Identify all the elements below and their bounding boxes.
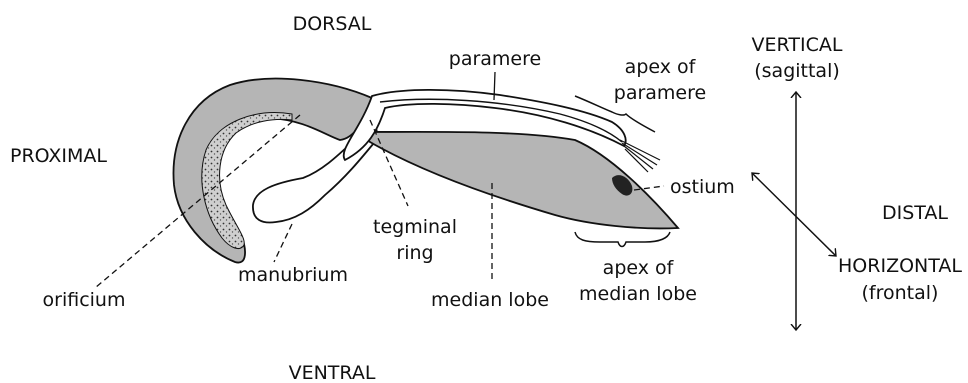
paramere-apex-bristles <box>620 140 660 172</box>
vertical-label: VERTICAL <box>752 34 843 56</box>
horizontal-sublabel: (frontal) <box>862 282 939 304</box>
ostium-label: ostium <box>670 176 735 198</box>
paramere-label: paramere <box>449 48 541 70</box>
median-lobe-shape <box>360 132 678 229</box>
ventral-label: VENTRAL <box>289 362 376 383</box>
apex-median-sublabel: median lobe <box>579 283 697 305</box>
apex-paramere-label: apex of <box>625 56 697 78</box>
tegminal-ring-sublabel: ring <box>396 242 433 264</box>
median-lobe-label: median lobe <box>431 289 549 311</box>
tegminal-ring-label: tegminal <box>373 216 457 238</box>
horizontal-axis-arrow <box>752 173 836 256</box>
manubrium-leader <box>274 224 292 262</box>
orificium-label: orificium <box>43 289 126 311</box>
apex-median-bracket <box>575 232 670 247</box>
horizontal-label: HORIZONTAL <box>838 255 962 277</box>
distal-label: DISTAL <box>882 202 948 224</box>
dorsal-label: DORSAL <box>293 13 372 35</box>
proximal-label: PROXIMAL <box>10 145 107 167</box>
manubrium-label: manubrium <box>238 264 348 286</box>
vertical-sublabel: (sagittal) <box>754 60 840 82</box>
apex-median-label: apex of <box>603 257 675 279</box>
apex-paramere-sublabel: paramere <box>614 82 706 104</box>
